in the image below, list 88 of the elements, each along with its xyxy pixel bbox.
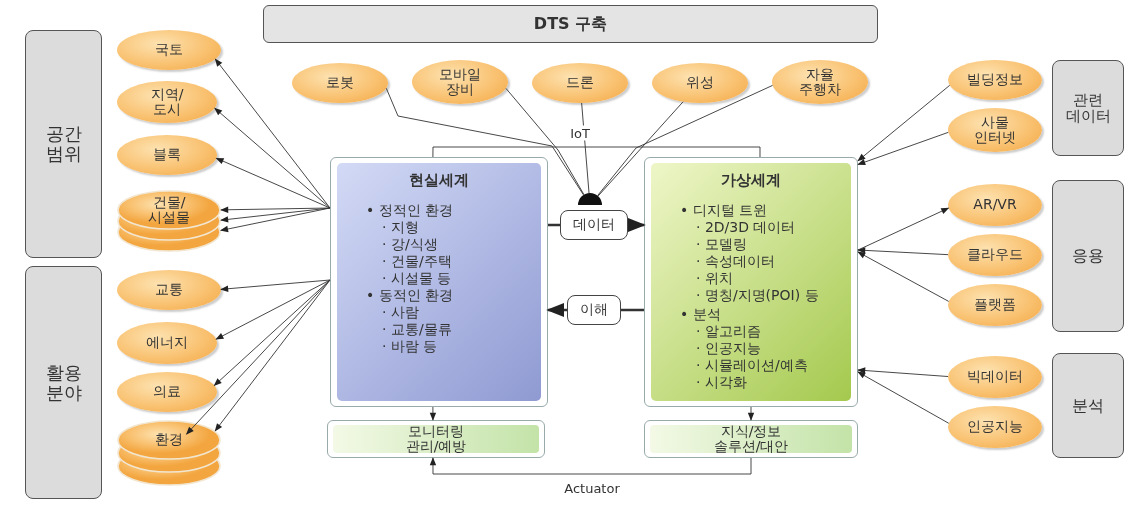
stacked-ellipse-node [117,420,221,486]
ellipse-node [948,284,1042,326]
list-item: · 사람 [381,304,420,321]
node-label: 건물/시설물 [148,194,190,226]
title-banner [263,5,878,43]
node-label: 클라우드 [967,247,1023,263]
connector-line [385,87,584,196]
list-item: · 알고리즘 [695,323,762,340]
list-item: · 인공지능 [695,340,762,357]
node-label: 사물 인터넷 [974,114,1016,146]
ellipse-node [948,108,1042,152]
node-label: 에너지 [146,335,188,351]
ellipse-node [948,356,1042,398]
world-panel [330,157,548,407]
node-label: 지역/도시 [149,86,185,118]
world-panel [644,157,858,407]
ellipse-node [948,184,1042,226]
node-label: 교통 [155,282,183,298]
ellipse-node [117,270,221,310]
category-panel [25,30,102,258]
node-label: 모니터링 관리/예방 [404,423,468,455]
node-label: 의료 [153,384,181,400]
node-label: 인공지능 [967,419,1023,435]
list-item: · 지형 [381,219,420,236]
list-item: • 동적인 환경 [365,287,455,304]
ellipse-node [117,372,217,412]
list-item: · 속성데이터 [695,253,776,270]
category-panel [1052,353,1124,458]
node-label: 빌딩정보 [967,72,1023,88]
list-item: • 정적인 환경 [365,202,455,219]
list-item: · 강/식생 [381,236,439,253]
panel-label: 활용 분야 [44,362,83,403]
node-label: 플랫폼 [974,297,1016,313]
node-label: 모바일 장비 [439,66,481,98]
list-item: · 시뮬레이션/예측 [695,357,809,374]
panel-title: 현실세계 [409,171,469,190]
list-item: · 시각화 [695,374,748,391]
panel-label: DTS 구축 [533,15,608,33]
list-item: • 분석 [679,306,722,323]
connector-line [505,87,585,196]
ellipse-node [772,60,868,104]
category-panel [1052,60,1124,156]
node-label: 국토 [155,42,183,58]
node-label: 드론 [566,75,594,91]
node-label: 환경 [155,432,183,448]
list-item: • 디지털 트윈 [679,202,769,219]
node-label: 빅데이터 [967,369,1023,385]
list-item: · 명칭/지명(POI) 등 [695,287,820,304]
panel-title: 가상세계 [721,171,781,190]
node-label: AR/VR [973,197,1017,213]
edge-label: 이해 [567,295,621,325]
list-item: · 위치 [695,270,734,287]
ellipse-node [948,234,1042,276]
ellipse-node [948,406,1042,448]
ellipse-node [117,81,217,123]
edge-label: 데이터 [560,210,628,240]
ellipse-node [117,322,217,364]
node-label: 자율 주행차 [799,66,841,98]
node-label: 로봇 [326,75,354,91]
stacked-ellipse-node [117,190,221,252]
list-item: · 교통/물류 [381,321,453,338]
iot-hub [578,193,602,205]
ellipse-node [652,63,748,103]
list-item: · 바람 등 [381,338,439,355]
list-item: · 건물/주택 [381,253,453,270]
list-item: · 모델링 [695,236,748,253]
connector-line [432,146,761,158]
ellipse-node [292,63,388,103]
panel-label: 공간 범위 [44,124,83,164]
category-panel [25,266,102,499]
node-label: 위성 [686,75,714,91]
connector-line [597,84,774,197]
panel-label: 분석 [1072,396,1104,415]
ellipse-node [412,60,508,104]
category-panel [1052,180,1124,332]
ellipse-node [532,63,628,103]
list-item: · 시설물 등 [381,270,453,287]
ellipse-node [948,60,1042,100]
list-item: · 2D/3D 데이터 [695,219,797,236]
node-label: 블록 [153,147,181,163]
result-box [644,420,858,458]
ellipse-node [117,135,217,175]
ellipse-node [117,30,221,70]
panel-label: 관련 데이터 [1065,91,1111,125]
node-label: 지식/정보 솔루션/대안 [712,423,790,455]
panel-label: 응용 [1072,247,1104,265]
result-box [327,420,545,458]
connector-line [597,101,684,197]
